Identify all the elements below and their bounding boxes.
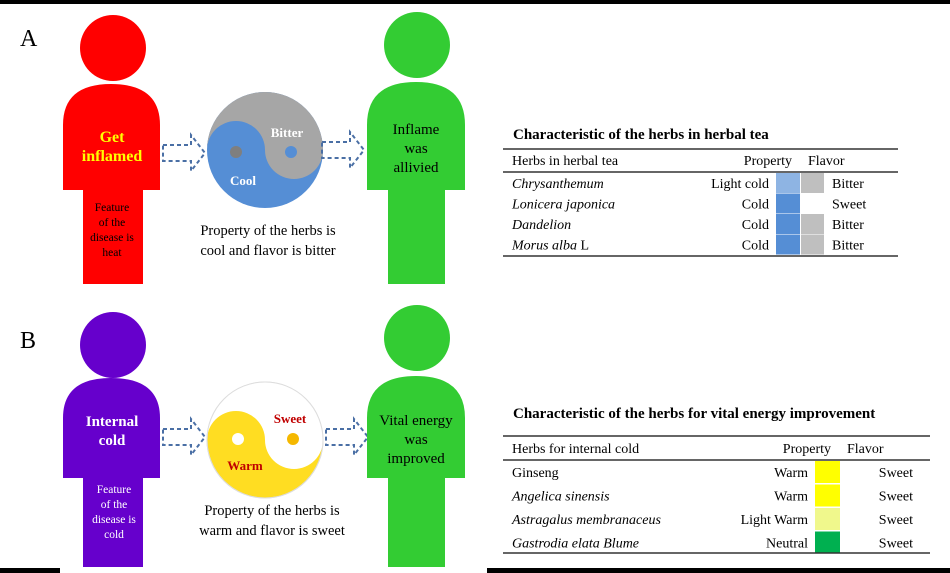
result-line: Inflame [393, 122, 440, 138]
herb-property: Warm [774, 466, 808, 481]
herb-flavor: Sweet [879, 537, 913, 552]
feature-line: heat [102, 247, 122, 259]
flavor-swatch [801, 173, 824, 193]
herb-name: Angelica sinensis [511, 490, 610, 505]
property-swatch [815, 461, 840, 483]
table-row: Morus alba L Cold Bitter [511, 234, 864, 255]
herb-name: Chrysanthemum [512, 177, 604, 192]
feature-line: Feature [95, 202, 129, 214]
patient-figure-internal-cold: Internal cold Feature of the disease is … [63, 312, 160, 567]
result-line: Vital energy [379, 413, 453, 429]
arrow-right-icon [162, 134, 206, 172]
table-row: Dandelion Cold Bitter [511, 214, 864, 234]
herb-property: Cold [742, 239, 769, 254]
herb-flavor: Sweet [832, 198, 866, 213]
bottom-border-right [487, 568, 950, 573]
flavor-swatch [801, 214, 824, 234]
table-row: Chrysanthemum Light cold Bitter [512, 173, 864, 193]
table-row: Ginseng Warm Sweet [512, 461, 913, 483]
herb-name: Astragalus membranaceus [511, 513, 661, 528]
table-row: Astragalus membranaceus Light Warm Sweet [511, 508, 913, 530]
table-row: Angelica sinensis Warm Sweet [511, 484, 913, 507]
patient-figure-improved: Vital energy was improved [367, 305, 465, 567]
herb-property: Warm [774, 490, 808, 505]
result-line: improved [387, 451, 445, 467]
herb-name: Lonicera japonica [511, 198, 615, 213]
result-line: was [404, 141, 427, 157]
herb-property: Light Warm [741, 513, 809, 528]
property-swatch [776, 173, 800, 193]
yin-yang-bottom-label: Warm [227, 458, 263, 473]
feature-line: Feature [97, 484, 131, 496]
herb-property: Cold [742, 218, 769, 233]
result-line: was [404, 432, 427, 448]
table-header: Herbs in herbal tea [512, 154, 619, 169]
herb-property: Light cold [711, 177, 769, 192]
herb-name: Ginseng [512, 466, 559, 481]
yin-yang-top-label: Sweet [274, 411, 307, 426]
top-border [0, 0, 950, 4]
herb-flavor: Sweet [879, 466, 913, 481]
herb-property: Neutral [766, 537, 808, 552]
table-header: Herbs for internal cold [512, 442, 639, 457]
table-header: Property [744, 154, 792, 169]
table-row: Gastrodia elata Blume Neutral Sweet [512, 531, 913, 554]
feature-line: disease is [92, 514, 136, 526]
feature-line: of the [101, 499, 128, 511]
panel-b-label: B [20, 328, 36, 354]
caption-line: Property of the herbs is [204, 503, 340, 519]
herb-name: Gastrodia elata Blume [512, 537, 639, 552]
feature-line: cold [104, 529, 124, 541]
result-line: allivied [394, 160, 439, 176]
herb-name: Morus alba L [511, 239, 589, 254]
feature-line: of the [99, 217, 126, 229]
property-swatch [815, 508, 840, 530]
herb-property: Cold [742, 198, 769, 213]
patient-title-line: Get [100, 129, 126, 146]
yin-yang-warm-sweet: Sweet Warm [206, 381, 324, 499]
arrow-right-icon [325, 418, 369, 456]
herb-name: Dandelion [511, 218, 571, 233]
panel-a-label: A [20, 26, 38, 52]
patient-figure-relieved: Inflame was allivied [367, 12, 465, 284]
vital-energy-table: Characteristic of the herbs for vital en… [503, 406, 930, 554]
table-header: Flavor [808, 154, 845, 169]
table-title: Characteristic of the herbs for vital en… [513, 406, 875, 422]
herb-flavor: Bitter [832, 239, 864, 254]
herb-flavor: Bitter [832, 218, 864, 233]
caption-line: Property of the herbs is [200, 223, 336, 239]
flavor-swatch [801, 193, 824, 214]
property-swatch [776, 234, 800, 255]
patient-figure-inflamed: Get inflamed Feature of the disease is h… [63, 15, 160, 284]
table-title: Characteristic of the herbs in herbal te… [513, 127, 769, 143]
table-header: Flavor [847, 442, 884, 457]
herb-flavor: Sweet [879, 513, 913, 528]
flavor-swatch [801, 234, 824, 255]
herbal-tea-table: Characteristic of the herbs in herbal te… [503, 127, 898, 257]
bottom-border-left [0, 568, 60, 573]
herb-flavor: Bitter [832, 177, 864, 192]
caption-line: warm and flavor is sweet [199, 523, 345, 539]
herb-flavor: Sweet [879, 490, 913, 505]
yin-yang-top-label: Bitter [271, 125, 304, 140]
arrow-right-icon [162, 418, 206, 456]
patient-title-line: cold [99, 433, 126, 449]
table-header: Property [783, 442, 831, 457]
yin-yang-bottom-label: Cool [230, 173, 256, 188]
property-swatch [776, 193, 800, 214]
yin-yang-cool-bitter: Bitter Cool [207, 92, 323, 208]
feature-line: disease is [90, 232, 134, 244]
property-swatch [815, 484, 840, 507]
patient-title-line: Internal [86, 414, 139, 430]
arrow-right-icon [321, 131, 365, 169]
property-swatch [815, 531, 840, 554]
table-row: Lonicera japonica Cold Sweet [511, 193, 866, 214]
property-swatch [776, 214, 800, 234]
patient-title-line: inflamed [82, 148, 143, 165]
caption-line: cool and flavor is bitter [200, 243, 335, 259]
